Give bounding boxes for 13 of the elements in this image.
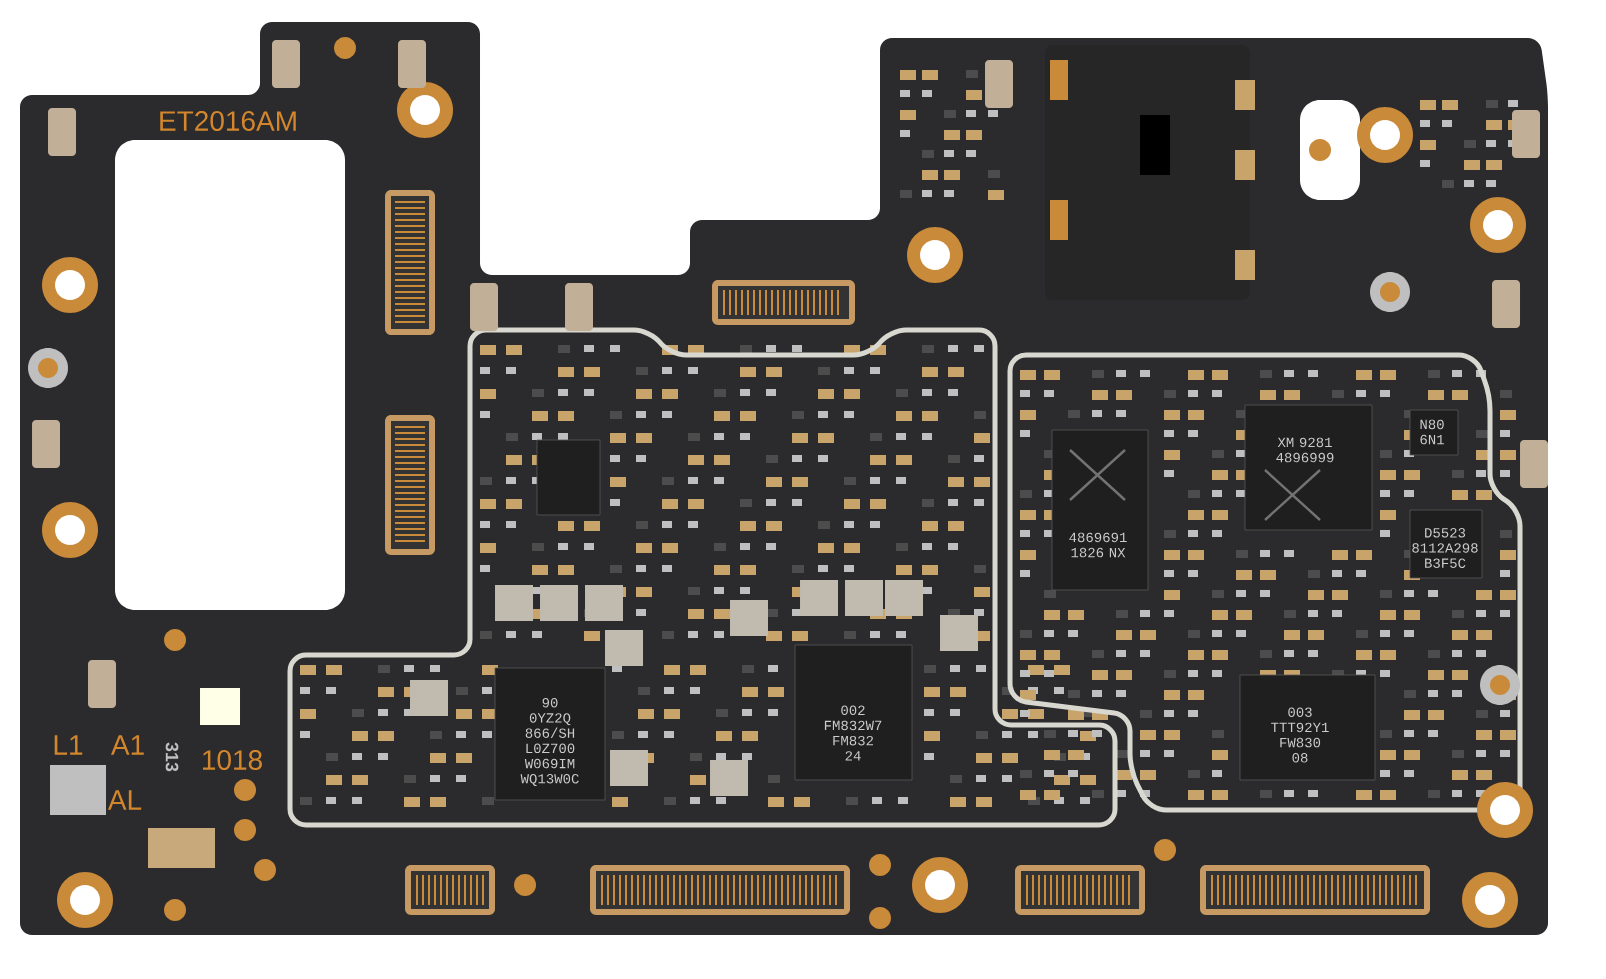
chip-marking: D5523 8112A298 B3F5C (1412, 528, 1478, 568)
chip-marking: 002 FM832W7 FM832 24 (824, 705, 882, 761)
silkscreen-label: AL (107, 790, 142, 810)
silkscreen-label: 313 (165, 742, 179, 772)
chip-marking: 90 0YZ2Q 866/SH L0Z700 W069IM WQ13W0C (520, 698, 579, 786)
chip-marking: XM 9281 4896999 (1276, 437, 1334, 463)
silkscreen-label: L1 (54, 735, 83, 755)
chip-marking: N80 6N1 (1420, 419, 1444, 445)
chip-marking: 003 TTT92Y1 FW830 08 (1271, 707, 1329, 763)
chip-marking: 4869691 1826 NX (1069, 532, 1127, 558)
silkscreen-label: ET2016AM (160, 111, 296, 131)
silkscreen-label: 1018 (203, 750, 262, 770)
silkscreen-label: A1 (110, 735, 144, 755)
